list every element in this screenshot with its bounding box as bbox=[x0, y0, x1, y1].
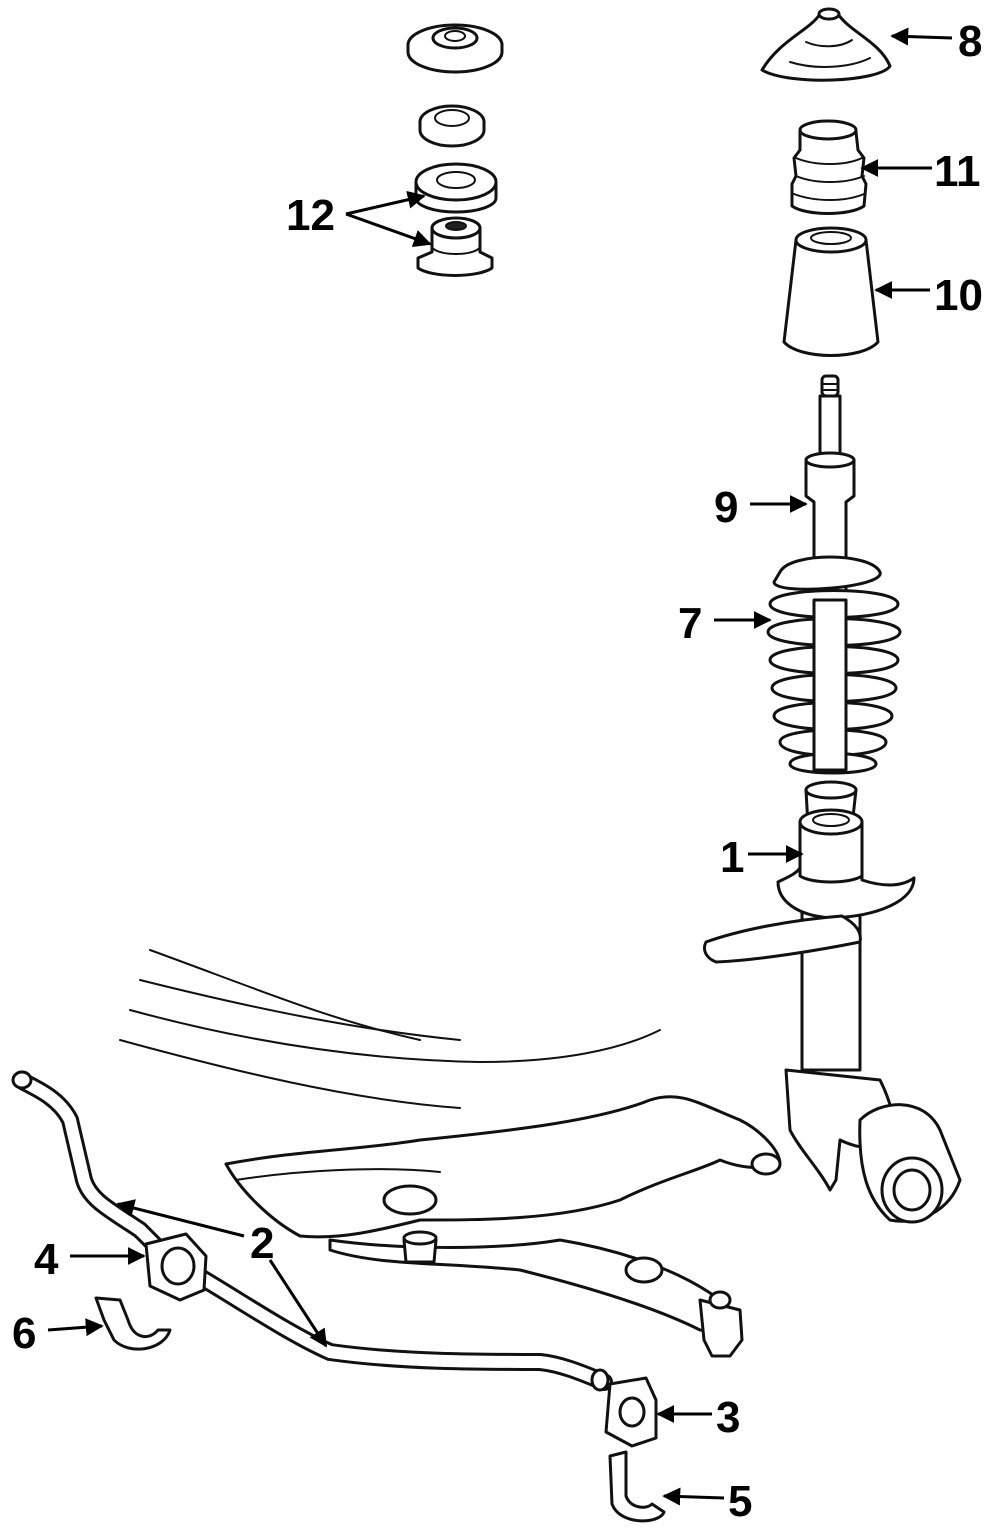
subframe bbox=[119, 949, 782, 1358]
leader-2a bbox=[116, 1199, 245, 1238]
upper-mount-washer-stack bbox=[406, 23, 504, 277]
callout-labels: 8 11 10 12 9 7 1 2 4 6 3 5 bbox=[12, 17, 983, 1526]
stabilizer-bushing-right bbox=[604, 1376, 658, 1448]
leader-12a bbox=[345, 190, 426, 216]
callout-4: 4 bbox=[34, 1235, 59, 1284]
bushing-bracket-right bbox=[608, 1450, 666, 1523]
callout-10: 10 bbox=[934, 271, 983, 320]
leader-2b bbox=[268, 1259, 328, 1348]
leader-5 bbox=[662, 1487, 725, 1506]
wheel-hub bbox=[858, 1103, 962, 1224]
upper-insulator-12a bbox=[414, 162, 498, 214]
upper-washer-top bbox=[406, 23, 504, 74]
stabilizer-bar bbox=[11, 1070, 613, 1392]
callout-7: 7 bbox=[678, 599, 702, 648]
stabilizer-bushing-left bbox=[144, 1232, 208, 1302]
callout-9: 9 bbox=[714, 483, 738, 532]
callout-3: 3 bbox=[716, 1393, 740, 1442]
dust-boot bbox=[782, 226, 880, 357]
leader-6 bbox=[47, 1318, 104, 1337]
callout-2: 2 bbox=[250, 1219, 274, 1268]
leader-12b bbox=[345, 212, 432, 248]
upper-washer-ring bbox=[418, 104, 486, 148]
callout-11: 11 bbox=[934, 147, 981, 196]
strut-mount bbox=[760, 7, 892, 82]
coil-spring bbox=[766, 555, 902, 835]
callout-5: 5 bbox=[728, 1477, 752, 1526]
lower-insulator-12b bbox=[416, 216, 494, 277]
bushing-bracket-left bbox=[94, 1296, 172, 1351]
leader-lines bbox=[47, 27, 953, 1506]
callout-12: 12 bbox=[286, 191, 335, 240]
strut-housing bbox=[702, 808, 962, 1224]
callout-1: 1 bbox=[720, 833, 744, 882]
jounce-bumper bbox=[790, 119, 868, 215]
callout-8: 8 bbox=[958, 17, 982, 66]
callout-6: 6 bbox=[12, 1309, 36, 1358]
leader-8 bbox=[890, 27, 953, 46]
